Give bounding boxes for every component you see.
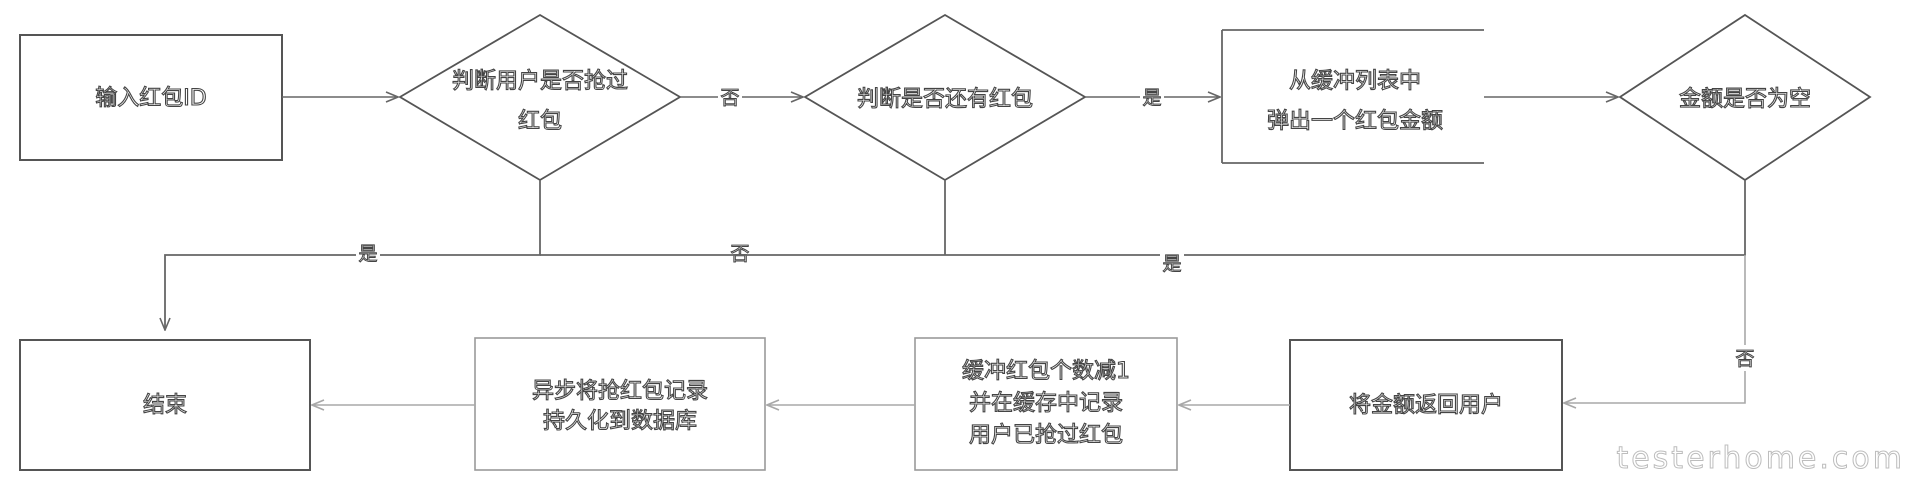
- async-persist-label-line2: 持久化到数据库: [543, 409, 697, 434]
- return-amount-box: [1289, 339, 1563, 471]
- async-persist-label-line1: 异步将抢红包记录: [532, 379, 708, 404]
- check-user-grabbed-label-line1: 判断用户是否抢过: [452, 69, 628, 94]
- return-amount-label: 将金额返回用户: [1349, 393, 1503, 418]
- async-persist-box: [474, 337, 766, 471]
- edge-empty-no-to-return: [1564, 255, 1746, 403]
- end-box: [19, 339, 311, 471]
- edge-empty-yes-label: 是: [1162, 253, 1181, 275]
- end-label: 结束: [143, 393, 187, 418]
- edge-grabbed-no-label: 否: [720, 87, 739, 109]
- input-redpacket-id-box: [19, 34, 283, 161]
- check-remaining-label: 判断是否还有红包: [857, 87, 1033, 112]
- edge-grabbed-yes-label: 是: [358, 243, 377, 265]
- cache-update-label-line2: 并在缓存中记录: [969, 391, 1123, 416]
- edge-empty-yes: [540, 180, 1746, 256]
- edge-remaining-yes-label: 是: [1142, 87, 1161, 109]
- check-user-grabbed-label-line2: 红包: [518, 109, 562, 134]
- cache-update-label-line3: 用户已抢过红包: [969, 423, 1123, 448]
- cache-update-label-line1: 缓冲红包个数减1: [962, 359, 1130, 384]
- edge-empty-no-label: 否: [1735, 348, 1754, 370]
- check-user-grabbed-diamond: [398, 13, 682, 182]
- cache-update-box: [914, 337, 1178, 471]
- edge-remaining-no-label: 否: [730, 243, 749, 265]
- check-amount-empty-label: 金额是否为空: [1679, 87, 1811, 112]
- pop-amount-label-line2: 弹出一个红包金额: [1267, 109, 1443, 134]
- watermark-text: testerhome.com: [1616, 441, 1905, 476]
- pop-amount-box: [1221, 29, 1484, 164]
- pop-amount-label-line1: 从缓冲列表中: [1289, 69, 1421, 94]
- edge-grabbed-yes-to-end: [165, 180, 541, 330]
- input-redpacket-id-label: 输入红包ID: [95, 86, 206, 111]
